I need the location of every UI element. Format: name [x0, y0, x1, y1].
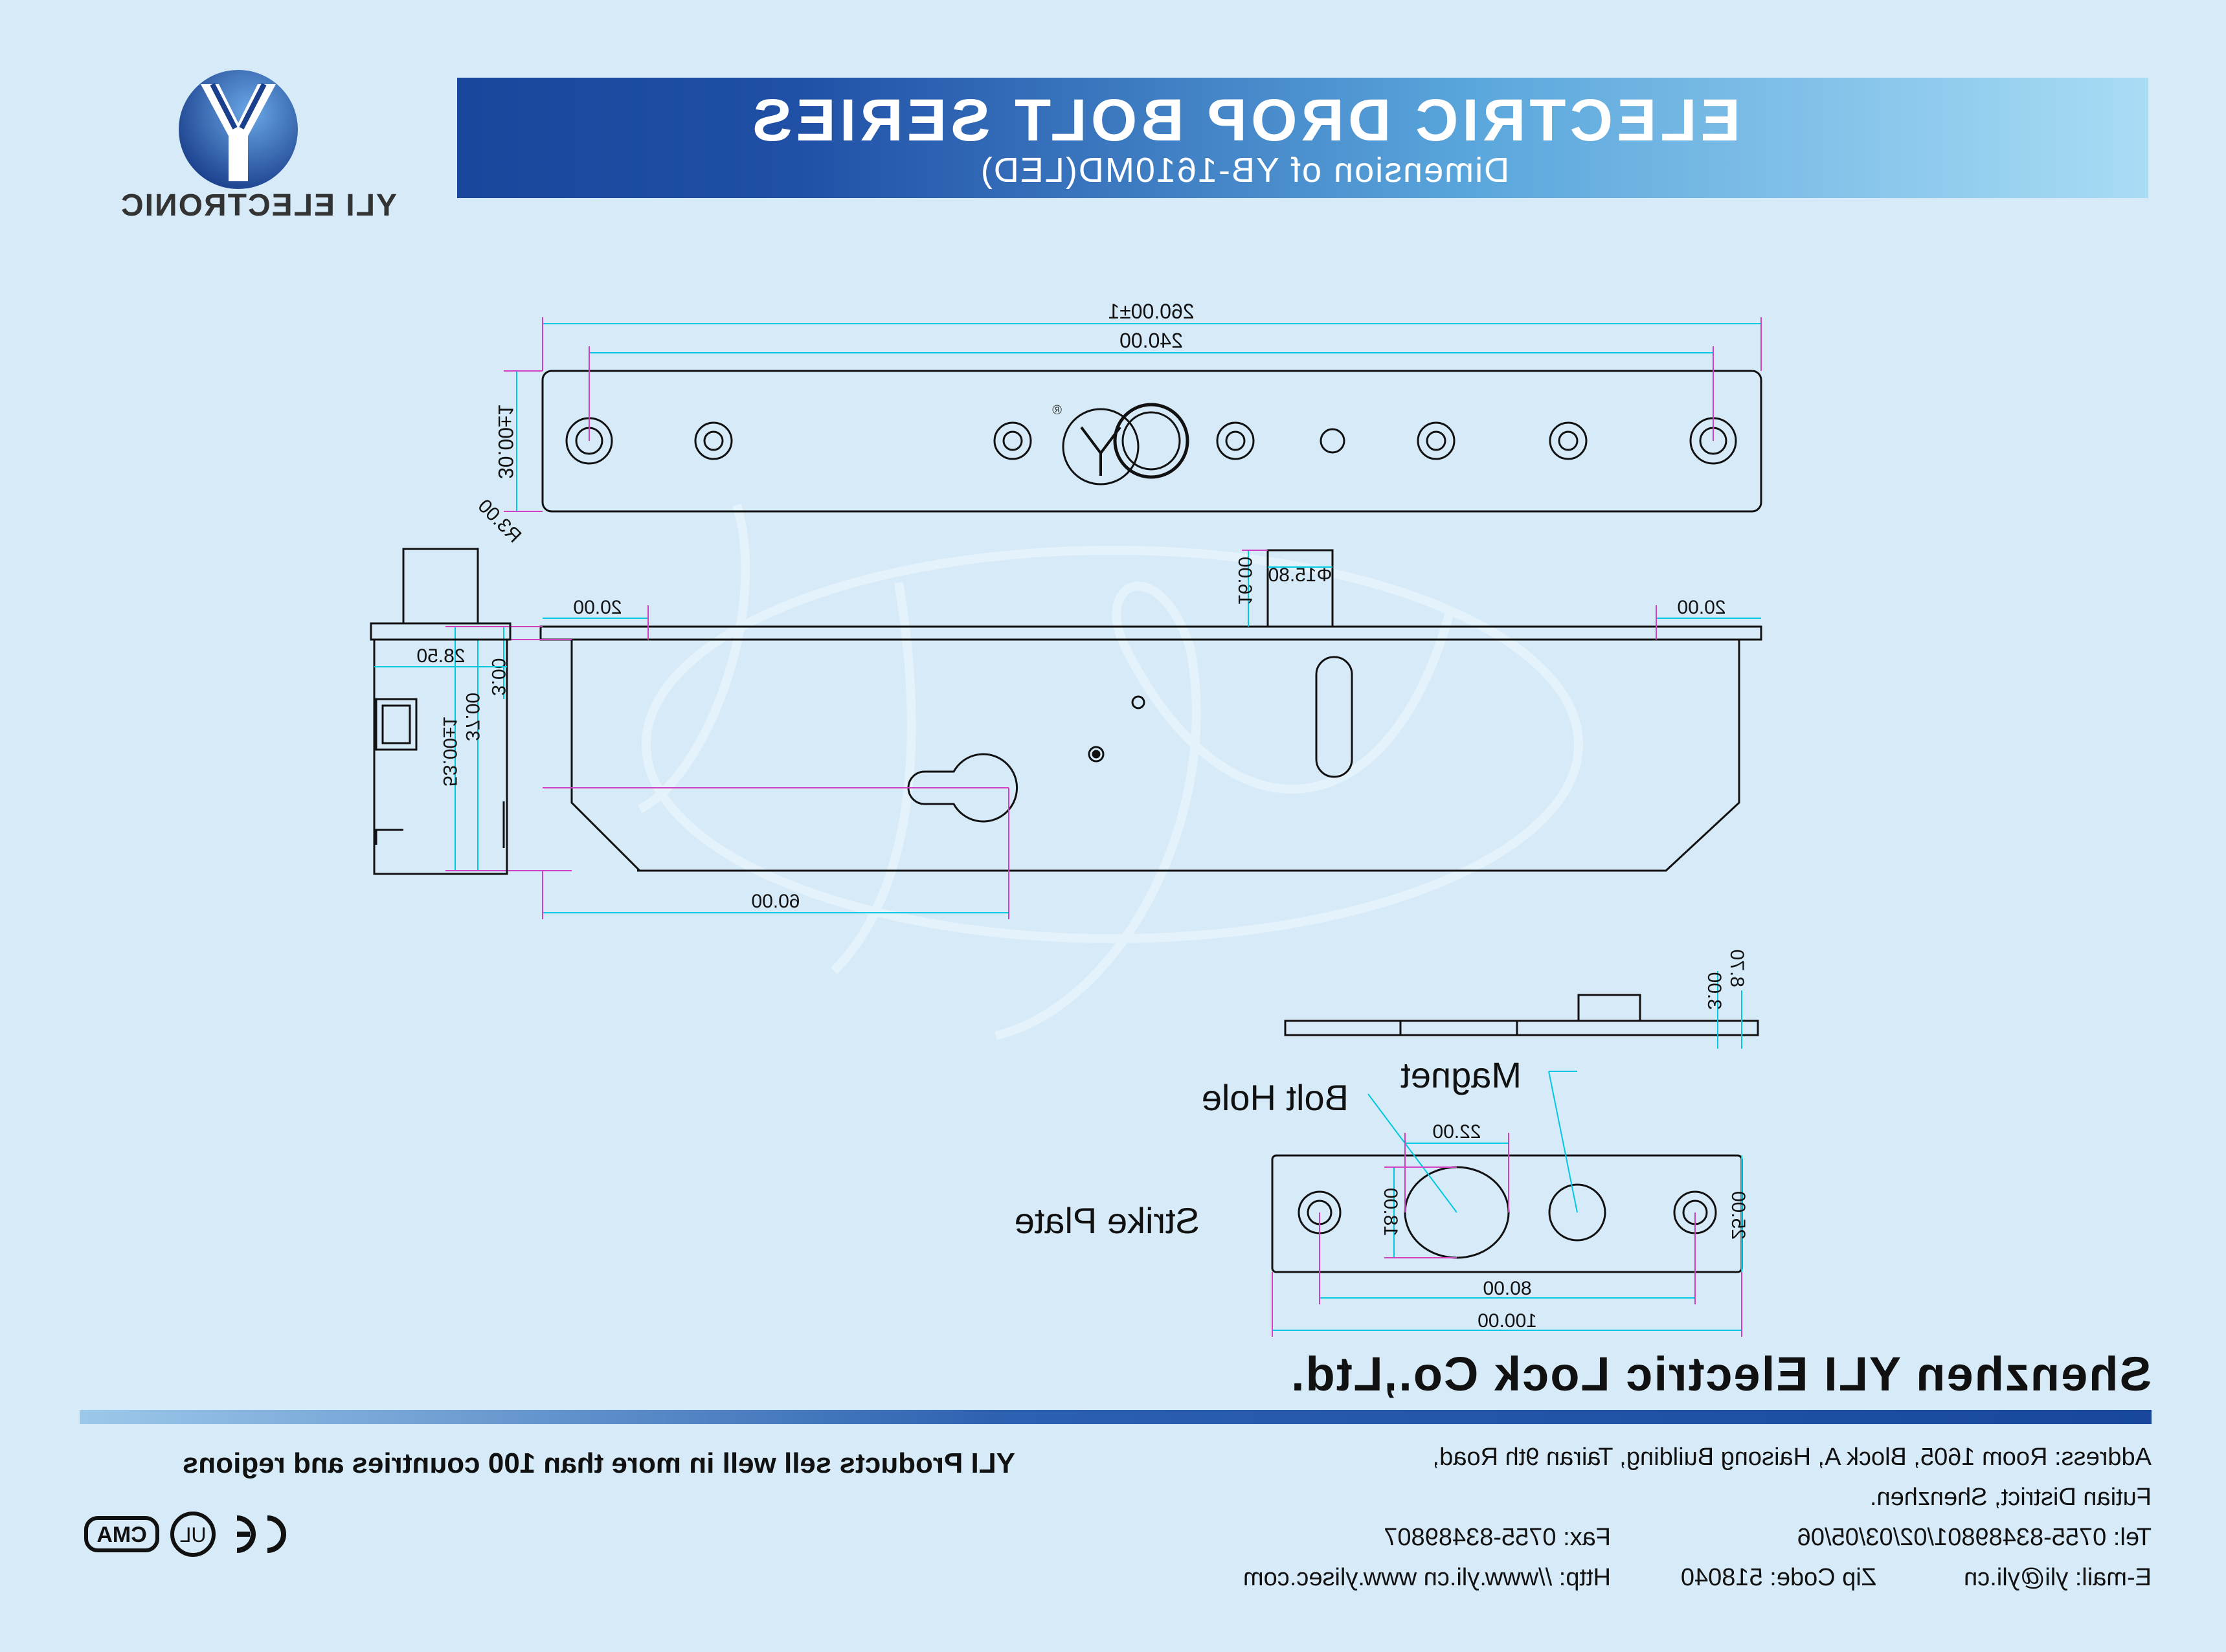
- dim-body-mid: 37.00: [462, 693, 483, 741]
- label-bolt-hole: Bolt Hole: [1202, 1077, 1349, 1118]
- dim-flange-left: 20.00: [1677, 597, 1726, 618]
- slogan: YLI Products sell well in more than 100 …: [182, 1447, 1015, 1479]
- dim-strike-total: 8.70: [1726, 950, 1748, 987]
- dim-bolt-diameter: Φ15.80: [1268, 564, 1332, 586]
- strike-plate-view: [1271, 1154, 1743, 1273]
- footer-band: [80, 1410, 2152, 1424]
- address-line-1: Address: Room 1605, Block A, Haisong Bui…: [1432, 1444, 2152, 1471]
- address-line-2: Futian District, Shenzhen.: [1869, 1484, 2152, 1511]
- zip-code: Zip Code: 518040: [1680, 1564, 1876, 1591]
- dim-strike-thickness: 3.00: [1703, 972, 1725, 1010]
- dim-hole-width: 22.00: [1432, 1121, 1481, 1143]
- label-magnet: Magnet: [1400, 1055, 1522, 1095]
- dim-hole-height: 18.00: [1380, 1188, 1401, 1236]
- tel: Tel: 0755-83489801/02/03/05/06: [1797, 1524, 2152, 1551]
- email: E-mail: yli@yli.cn: [1964, 1564, 2152, 1591]
- side-view: [370, 548, 512, 875]
- dim-flange-right: 20.00: [573, 597, 622, 618]
- strike-side-view: [1284, 994, 1759, 1036]
- lock-body-view: [539, 549, 1762, 872]
- dim-corner-radius: R3.00: [473, 495, 525, 547]
- label-strike-plate: Strike Plate: [1015, 1200, 1200, 1241]
- dim-strike-height: 25.00: [1727, 1191, 1749, 1240]
- dim-bolt-projection: 16.00: [1234, 557, 1255, 605]
- dim-strike-length: 100.00: [1478, 1310, 1537, 1332]
- dim-strike-hole-spacing: 80.00: [1483, 1278, 1531, 1299]
- dim-body-top: 3.00: [488, 658, 509, 696]
- cma-mark-icon: CMA: [84, 1516, 159, 1552]
- watermark-icon: [637, 504, 1583, 1040]
- website: Http: //www.yli.cn www.ylisec.com: [1243, 1564, 1611, 1591]
- dim-side-width: 28.50: [416, 645, 465, 667]
- dim-faceplate-height: 30.00±1: [494, 405, 517, 479]
- ul-mark-icon: UL: [170, 1512, 216, 1557]
- svg-text:CMA: CMA: [96, 1523, 146, 1547]
- faceplate-view: [541, 370, 1762, 513]
- fax: Fax: 0755-83489807: [1384, 1524, 1611, 1551]
- dim-overall-length: 260.00±1: [1108, 300, 1194, 323]
- dim-hole-spacing: 240.00: [1119, 329, 1183, 352]
- company-name: Shenzhen YLI Electric Lock Co.,Ltd.: [1290, 1347, 2152, 1401]
- dim-body-height: 53.00±1: [439, 717, 460, 787]
- certification-marks: UL CMA: [84, 1512, 286, 1557]
- svg-text:UL: UL: [180, 1523, 207, 1546]
- dim-keyhole-offset: 60.00: [751, 891, 800, 912]
- registered-mark: ®: [1052, 403, 1062, 418]
- ce-mark-icon: [236, 1515, 286, 1553]
- yli-logo-icon: [179, 70, 298, 189]
